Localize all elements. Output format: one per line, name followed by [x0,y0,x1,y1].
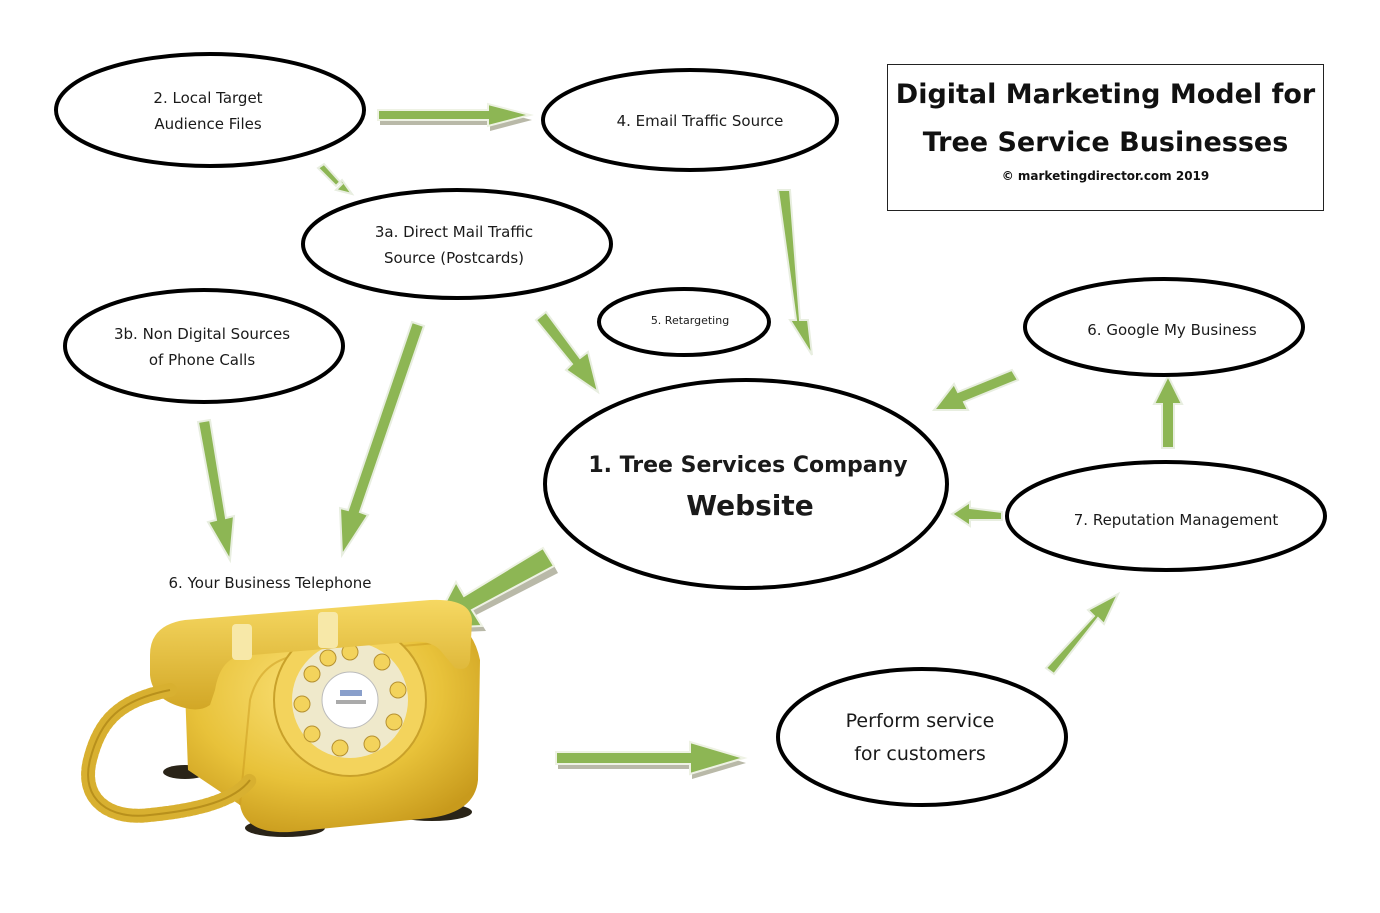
node-reputation-label: 7. Reputation Management [1074,511,1279,529]
telephone-label: 6. Your Business Telephone [168,574,372,592]
node-direct-mail-line2: Source (Postcards) [384,249,524,267]
node-email[interactable]: 4. Email Traffic Source [541,68,839,172]
arrow-phone-to-perform [555,740,748,779]
node-website-line2: Website [686,489,814,522]
node-google-my-business[interactable]: 6. Google My Business [1023,277,1305,377]
node-non-digital[interactable]: 3b. Non Digital Sources of Phone Calls [63,288,345,404]
arrow-local-to-directmail [316,162,355,196]
node-direct-mail[interactable]: 3a. Direct Mail Traffic Source (Postcard… [301,188,613,300]
arrow-perform-to-reputation [1044,591,1121,676]
node-retargeting[interactable]: 5. Retargeting [597,287,771,357]
node-local-target-line1: 2. Local Target [153,89,262,107]
title-box: Digital Marketing Model for Tree Service… [887,64,1324,211]
arrow-directmail-to-phone [338,320,426,559]
arrow-reputation-to-website [950,500,1003,528]
node-perform-line2: for customers [854,743,986,765]
arrow-reputation-to-google [1152,373,1184,449]
node-local-target-line2: Audience Files [154,115,262,133]
node-email-label: 4. Email Traffic Source [617,112,784,130]
arrow-directmail-to-website [534,310,600,395]
telephone-icon [81,599,480,837]
node-website-line1: 1. Tree Services Company [588,453,907,478]
node-local-target[interactable]: 2. Local Target Audience Files [54,52,366,168]
arrow-google-to-website [931,368,1020,411]
node-perform-line1: Perform service [846,710,995,732]
arrow-nondigital-to-phone [196,418,236,564]
arrow-local-to-email [377,102,534,131]
node-website[interactable]: 1. Tree Services Company Website [543,378,949,590]
node-direct-mail-line1: 3a. Direct Mail Traffic [375,223,533,241]
node-non-digital-line1: 3b. Non Digital Sources [114,325,290,343]
node-perform-service[interactable]: Perform service for customers [776,667,1068,807]
node-reputation[interactable]: 7. Reputation Management [1005,460,1327,572]
copyright-text: © marketingdirector.com 2019 [1001,169,1210,183]
arrow-email-to-website [776,189,813,356]
title-line-2: Tree Service Businesses [922,127,1289,158]
node-google-label: 6. Google My Business [1087,321,1257,339]
node-retargeting-label: 5. Retargeting [651,314,729,327]
node-non-digital-line2: of Phone Calls [149,351,255,369]
title-line-1: Digital Marketing Model for [895,79,1316,110]
